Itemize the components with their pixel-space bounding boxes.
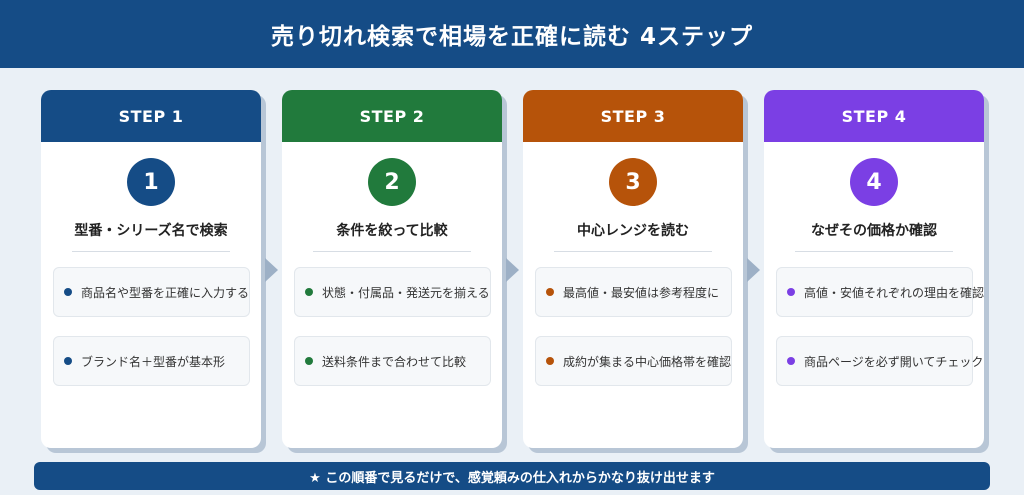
list-item-text: 商品ページを必ず開いてチェック [804, 354, 984, 369]
arrow-right-icon [265, 258, 278, 282]
step-title: 型番・シリーズ名で検索 [74, 223, 228, 239]
list-item-text: 状態・付属品・発送元を揃える [322, 285, 490, 300]
bullet-dot-icon [787, 288, 795, 296]
step-card-4: STEP 4 4 なぜその価格か確認 高値・安値それぞれの理由を確認 商品ページ… [764, 90, 984, 448]
bullet-dot-icon [305, 288, 313, 296]
divider [72, 251, 230, 252]
divider [795, 251, 953, 252]
list-item-text: 高値・安値それぞれの理由を確認 [804, 285, 984, 300]
bullet-dot-icon [64, 357, 72, 365]
bullet-dot-icon [546, 357, 554, 365]
bullet-dot-icon [64, 288, 72, 296]
list-item-text: 最高値・最安値は参考程度に [563, 285, 720, 300]
step-header: STEP 3 [523, 90, 743, 142]
list-item: 最高値・最安値は参考程度に [535, 267, 732, 317]
step-number-badge: 3 [609, 158, 657, 206]
step-number-badge: 1 [127, 158, 175, 206]
list-item: 商品名や型番を正確に入力する [53, 267, 250, 317]
bullet-dot-icon [787, 357, 795, 365]
arrow-right-icon [747, 258, 760, 282]
step-card-2: STEP 2 2 条件を絞って比較 状態・付属品・発送元を揃える 送料条件まで合… [282, 90, 502, 448]
list-item-text: 送料条件まで合わせて比較 [322, 354, 467, 369]
footer-note: ★ この順番で見るだけで、感覚頼みの仕入れからかなり抜け出せます [34, 462, 990, 490]
list-item: 商品ページを必ず開いてチェック [776, 336, 983, 386]
step-card-3: STEP 3 3 中心レンジを読む 最高値・最安値は参考程度に 成約が集まる中心… [523, 90, 743, 448]
page-title: 売り切れ検索で相場を正確に読む 4ステップ [270, 24, 753, 50]
step-title: 中心レンジを読む [577, 223, 689, 239]
step-header: STEP 4 [764, 90, 984, 142]
list-item-text: 商品名や型番を正確に入力する [81, 285, 250, 300]
step-number-badge: 4 [850, 158, 898, 206]
list-item: 状態・付属品・発送元を揃える [294, 267, 491, 317]
arrow-right-icon [506, 258, 519, 282]
bullet-dot-icon [546, 288, 554, 296]
bullet-dot-icon [305, 357, 313, 365]
header-banner: 売り切れ検索で相場を正確に読む 4ステップ [0, 0, 1024, 68]
step-header: STEP 2 [282, 90, 502, 142]
step-number-badge: 2 [368, 158, 416, 206]
step-card-1: STEP 1 1 型番・シリーズ名で検索 商品名や型番を正確に入力する ブランド… [41, 90, 261, 448]
list-item: 送料条件まで合わせて比較 [294, 336, 491, 386]
step-header: STEP 1 [41, 90, 261, 142]
list-item: 成約が集まる中心価格帯を確認 [535, 336, 732, 386]
divider [554, 251, 712, 252]
step-title: なぜその価格か確認 [811, 223, 937, 239]
divider [313, 251, 471, 252]
list-item-text: ブランド名＋型番が基本形 [81, 354, 226, 369]
list-item-text: 成約が集まる中心価格帯を確認 [563, 354, 732, 369]
step-title: 条件を絞って比較 [336, 223, 448, 239]
list-item: ブランド名＋型番が基本形 [53, 336, 250, 386]
list-item: 高値・安値それぞれの理由を確認 [776, 267, 984, 317]
